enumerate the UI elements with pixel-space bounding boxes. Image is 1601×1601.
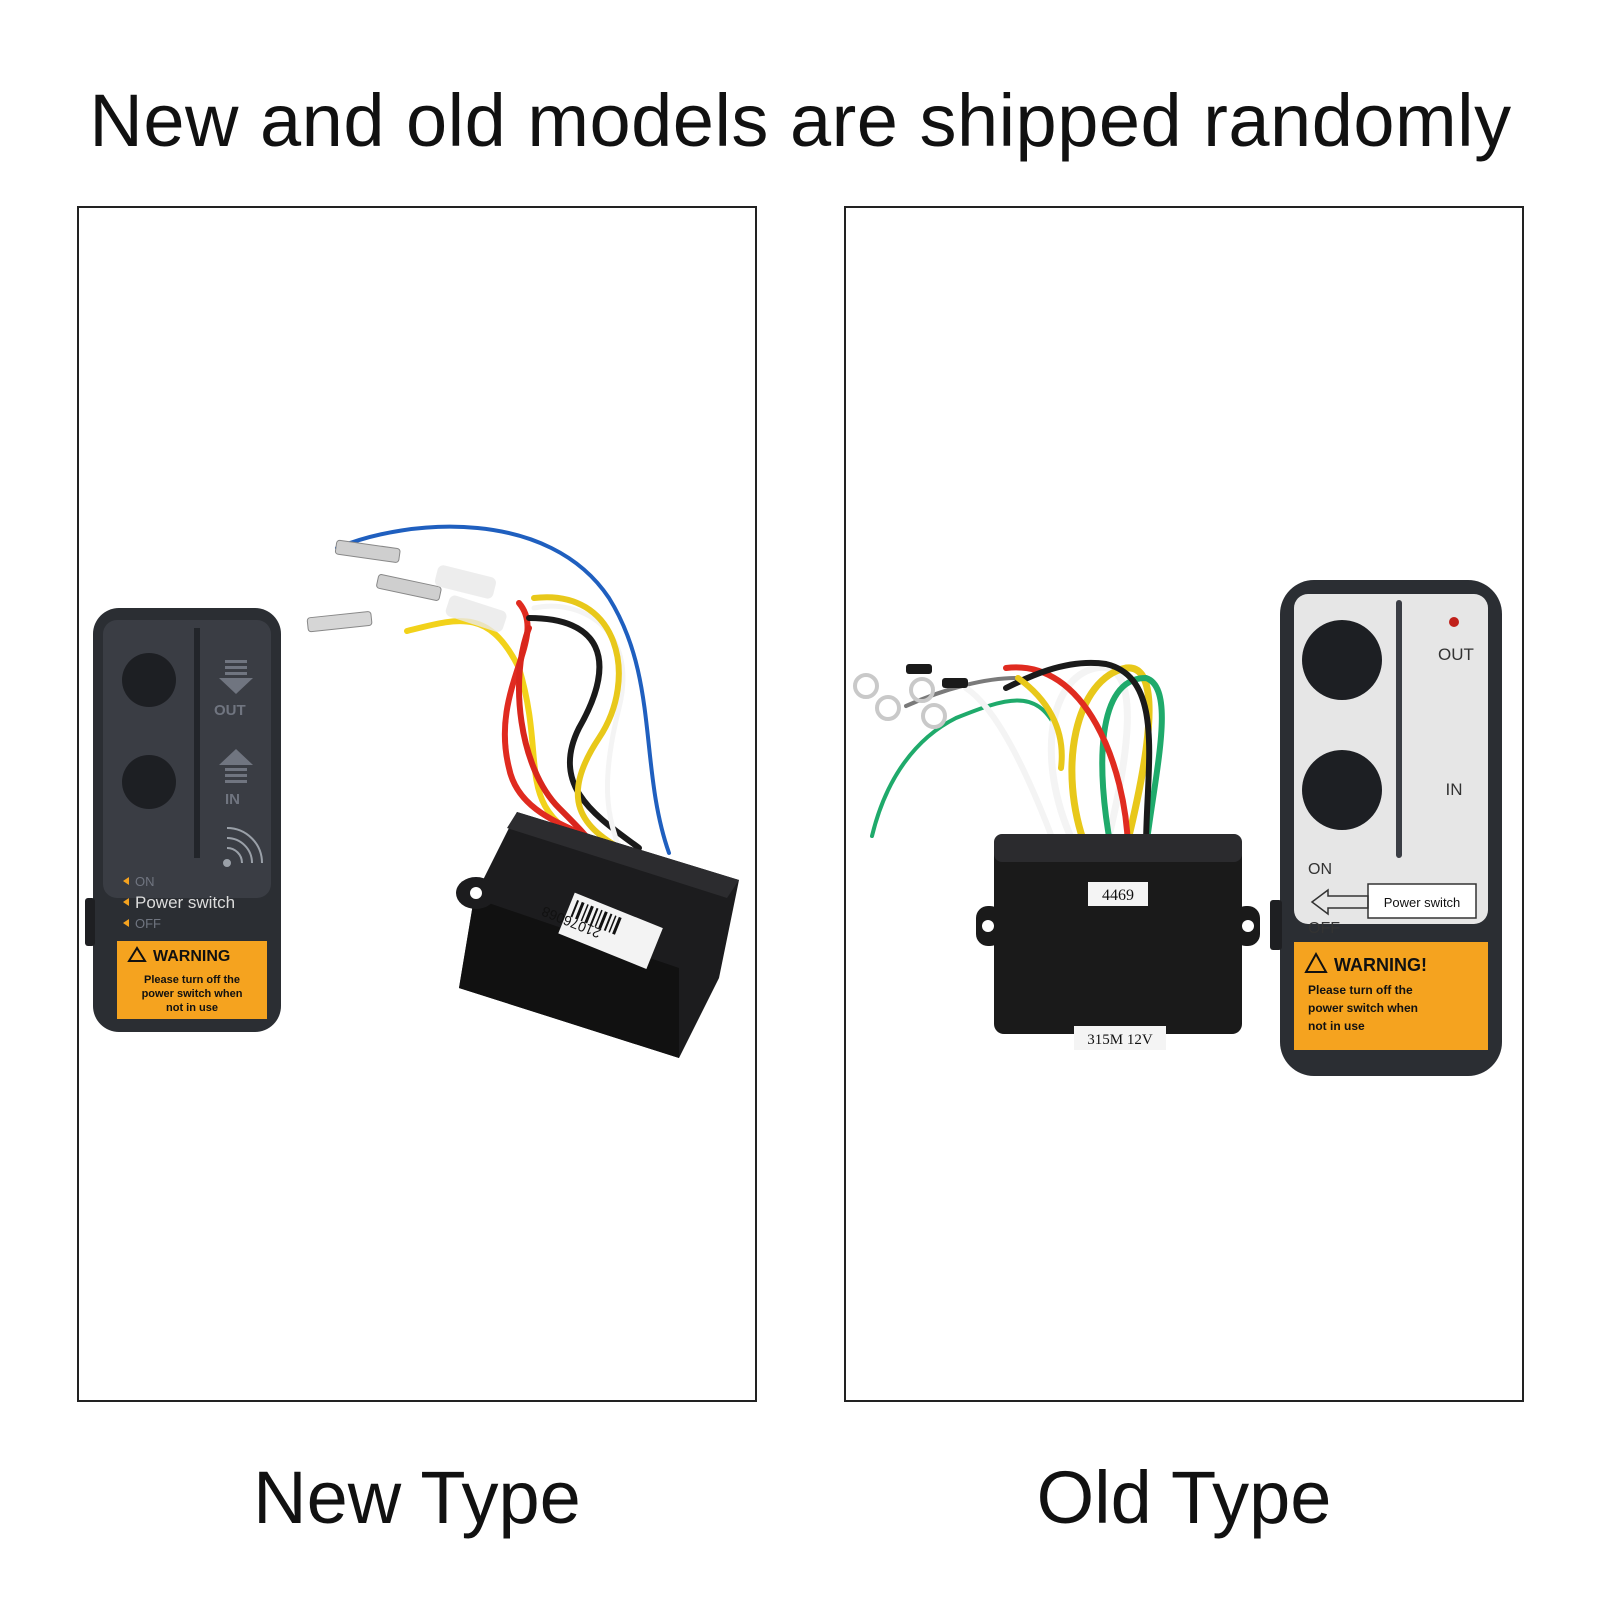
- old-power-switch-box: [1367, 883, 1477, 919]
- down-arrow-icon: [219, 660, 253, 694]
- new-remote: OUT IN ON Power switch OFF WARNING Ple: [85, 608, 281, 1032]
- new-receiver-wires: [335, 524, 671, 856]
- new-power-switch-label: Power switch: [135, 893, 235, 912]
- warning-triangle-icon: [1304, 951, 1328, 973]
- old-power-switch-slider[interactable]: [1270, 900, 1282, 950]
- old-out-button[interactable]: [1302, 620, 1382, 700]
- old-warning-title: WARNING!: [1334, 955, 1427, 975]
- new-warning-line1: Please turn off the: [144, 974, 240, 986]
- old-receiver-box: 4469 315M 12V: [976, 834, 1260, 1050]
- new-receiver-box: 21076068: [456, 812, 739, 1058]
- headline: New and old models are shipped randomly: [89, 79, 1512, 162]
- wireless-signal-icon: [223, 827, 263, 867]
- old-receiver-top-label: 4469: [1102, 887, 1134, 904]
- old-warning-line2: power switch when: [1308, 1001, 1418, 1015]
- new-out-label: OUT: [214, 702, 246, 719]
- old-power-switch-label: Power switch: [1384, 895, 1461, 910]
- old-warning-line1: Please turn off the: [1308, 983, 1413, 997]
- new-out-button[interactable]: [122, 653, 176, 707]
- new-warning-line3: not in use: [166, 1002, 218, 1014]
- old-type-caption: Old Type: [1036, 1456, 1332, 1539]
- new-in-button[interactable]: [122, 755, 176, 809]
- warning-triangle-icon: [127, 946, 147, 962]
- old-in-label: IN: [1446, 780, 1463, 799]
- old-remote: OUT IN ON Power switch OFF WARNING! Plea…: [1270, 580, 1502, 1076]
- old-off-label: OFF: [1308, 920, 1340, 937]
- new-off-label: OFF: [135, 916, 161, 931]
- left-arrow-icon: [1310, 888, 1369, 916]
- new-warning-line2: power switch when: [142, 988, 243, 1000]
- old-out-label: OUT: [1438, 645, 1474, 664]
- old-on-label: ON: [1308, 861, 1332, 878]
- new-in-label: IN: [225, 791, 240, 808]
- new-type-panel: 21076068 OUT IN: [77, 206, 757, 1402]
- old-type-illustration: 4469 315M 12V OUT IN ON Power switch OFF…: [853, 580, 1502, 1076]
- old-warning-label: [1294, 942, 1488, 1050]
- new-warning-label: [117, 941, 267, 1019]
- new-type-illustration: 21076068 OUT IN: [85, 524, 739, 1058]
- old-receiver-wires: [870, 659, 1165, 852]
- old-type-panel: 4469 315M 12V OUT IN ON Power switch OFF…: [844, 206, 1524, 1402]
- new-connector-pins: [306, 539, 507, 633]
- old-warning-line3: not in use: [1308, 1019, 1365, 1033]
- old-receiver-bottom-label: 315M 12V: [1087, 1032, 1153, 1048]
- new-warning-title: WARNING: [153, 948, 230, 965]
- new-on-label: ON: [135, 874, 155, 889]
- new-power-switch-slider[interactable]: [85, 898, 95, 946]
- up-arrow-icon: [219, 749, 253, 783]
- old-ring-terminals: [853, 664, 968, 729]
- old-in-button[interactable]: [1302, 750, 1382, 830]
- new-type-caption: New Type: [253, 1456, 581, 1539]
- led-indicator-icon: [1449, 617, 1459, 627]
